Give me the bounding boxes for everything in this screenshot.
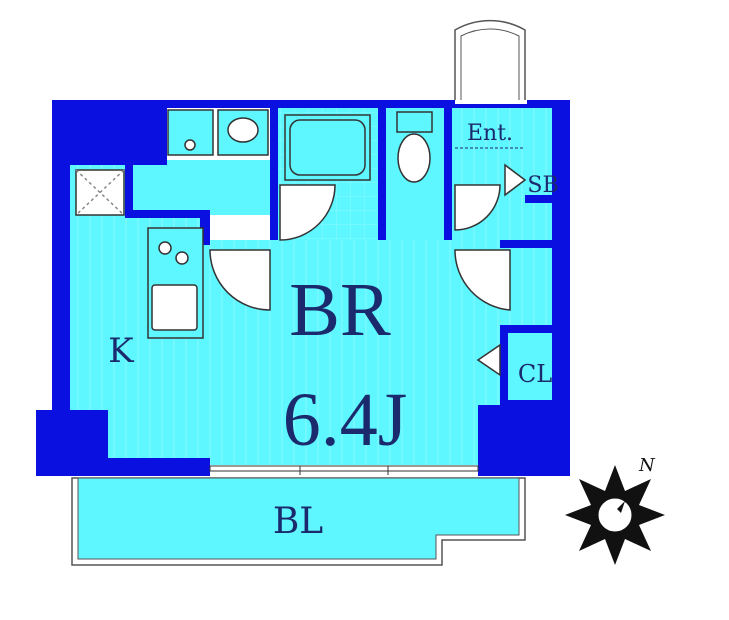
window-rail xyxy=(209,465,479,475)
balcony xyxy=(71,477,526,566)
stove-burner-icon xyxy=(158,241,172,255)
walls xyxy=(36,100,570,476)
hall-door xyxy=(454,249,511,311)
stove-burner-icon xyxy=(175,251,189,265)
entrance-door xyxy=(454,19,527,149)
shoe-box-label: SB xyxy=(527,173,558,198)
balcony-label: BL xyxy=(273,501,323,542)
interior-doors xyxy=(209,163,527,377)
entrance-label: Ent. xyxy=(467,121,513,146)
bedroom-size-label: 6.4J xyxy=(283,378,408,462)
toilet-door xyxy=(454,184,501,231)
closet-door-marker xyxy=(476,343,501,377)
closet-label: CL xyxy=(518,360,552,388)
kitchen-sink xyxy=(151,284,198,331)
drain-icon xyxy=(184,139,196,151)
bedroom-door xyxy=(209,249,271,311)
bath-door xyxy=(279,184,336,241)
toilet-bowl xyxy=(397,133,431,183)
shoe-box-marker xyxy=(504,163,527,197)
toilet-tank xyxy=(396,111,433,133)
compass-rose: N xyxy=(565,455,665,565)
wash-area-floor xyxy=(130,160,275,215)
fixtures xyxy=(75,109,433,339)
bedroom-name-label: BR xyxy=(289,268,391,352)
hall-floor xyxy=(505,240,560,330)
closet-floor xyxy=(505,330,560,405)
kitchen-label: K xyxy=(108,331,134,371)
north-label: N xyxy=(638,455,656,476)
